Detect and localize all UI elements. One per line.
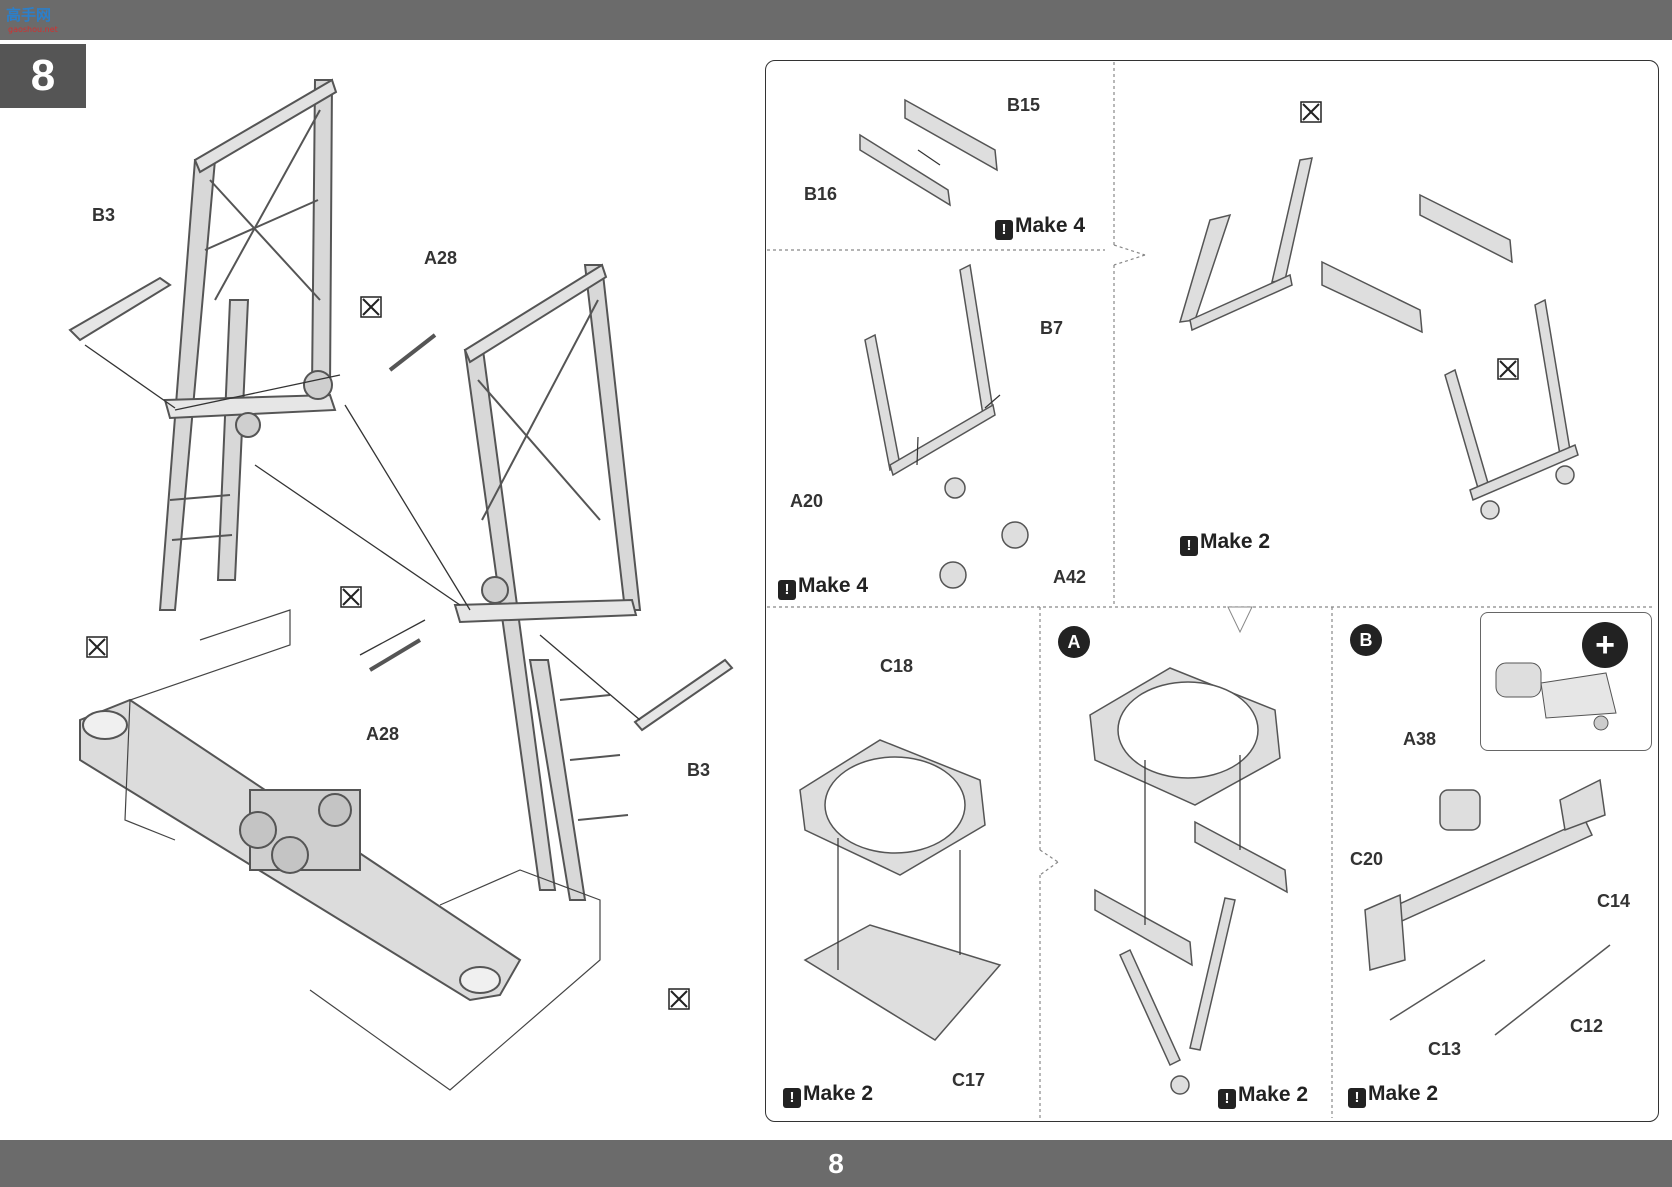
make-count-p5: !Make 2 (1218, 1083, 1308, 1109)
sub-assembly-panel (765, 60, 1659, 1122)
make-count-p1: !Make 4 (995, 214, 1085, 240)
label-b3-left: B3 (92, 205, 116, 225)
make-count-p2: !Make 4 (778, 574, 868, 600)
label-a28-top: A28 (424, 248, 458, 268)
label-c13: C13 (1428, 1039, 1462, 1059)
warning-icon: ! (1348, 1088, 1366, 1108)
make-count-p3: !Make 2 (1180, 530, 1270, 556)
b16-part (859, 133, 951, 207)
label-a28-bottom: A28 (366, 724, 400, 744)
label-c20: C20 (1350, 849, 1384, 869)
label-b16: B16 (804, 184, 838, 204)
make-count-p6: !Make 2 (1348, 1082, 1438, 1108)
no-cement-icon (668, 988, 690, 1010)
b3-right-part (633, 658, 734, 732)
logo-text: 高手网 (6, 7, 52, 24)
step-tag-a: A (1058, 626, 1090, 658)
label-c14: C14 (1597, 891, 1631, 911)
make-count-p4: !Make 2 (783, 1082, 873, 1108)
a28-top-part (388, 333, 437, 372)
right-tower-drawing (453, 263, 642, 901)
detail-drawing (1495, 662, 1617, 731)
b15-part (904, 98, 998, 172)
left-tower-drawing (158, 78, 338, 611)
no-cement-icon (340, 586, 362, 608)
warning-icon: ! (1180, 536, 1198, 556)
label-c12: C12 (1570, 1016, 1604, 1036)
warning-icon: ! (778, 580, 796, 600)
warning-icon: ! (995, 220, 1013, 240)
b3-left-part (68, 276, 172, 342)
detail-zoom-box (1480, 612, 1652, 751)
no-cement-icon (86, 636, 108, 658)
a28-bottom-part (368, 638, 422, 672)
site-logo: 高手网 gaoshou.net (6, 4, 72, 36)
label-c18: C18 (880, 656, 914, 676)
no-cement-icon (1497, 358, 1519, 380)
warning-icon: ! (1218, 1089, 1236, 1109)
logo-url: gaoshou.net (8, 25, 58, 34)
step-tag-b: B (1350, 624, 1382, 656)
label-c17: C17 (952, 1070, 986, 1090)
step-number-badge: 8 (0, 44, 86, 108)
label-a20: A20 (790, 491, 824, 511)
label-b15: B15 (1007, 95, 1041, 115)
label-a42: A42 (1053, 567, 1087, 587)
top-bar (0, 0, 1672, 40)
zoom-icon: + (1582, 622, 1628, 668)
base-drawing (79, 698, 522, 1002)
bottom-bar (0, 1140, 1672, 1187)
label-b3-right: B3 (687, 760, 711, 780)
page-number: 8 (828, 1148, 844, 1179)
warning-icon: ! (783, 1088, 801, 1108)
label-a38: A38 (1403, 729, 1437, 749)
no-cement-icon (360, 296, 382, 318)
label-b7: B7 (1040, 318, 1064, 338)
no-cement-icon (1300, 101, 1322, 123)
